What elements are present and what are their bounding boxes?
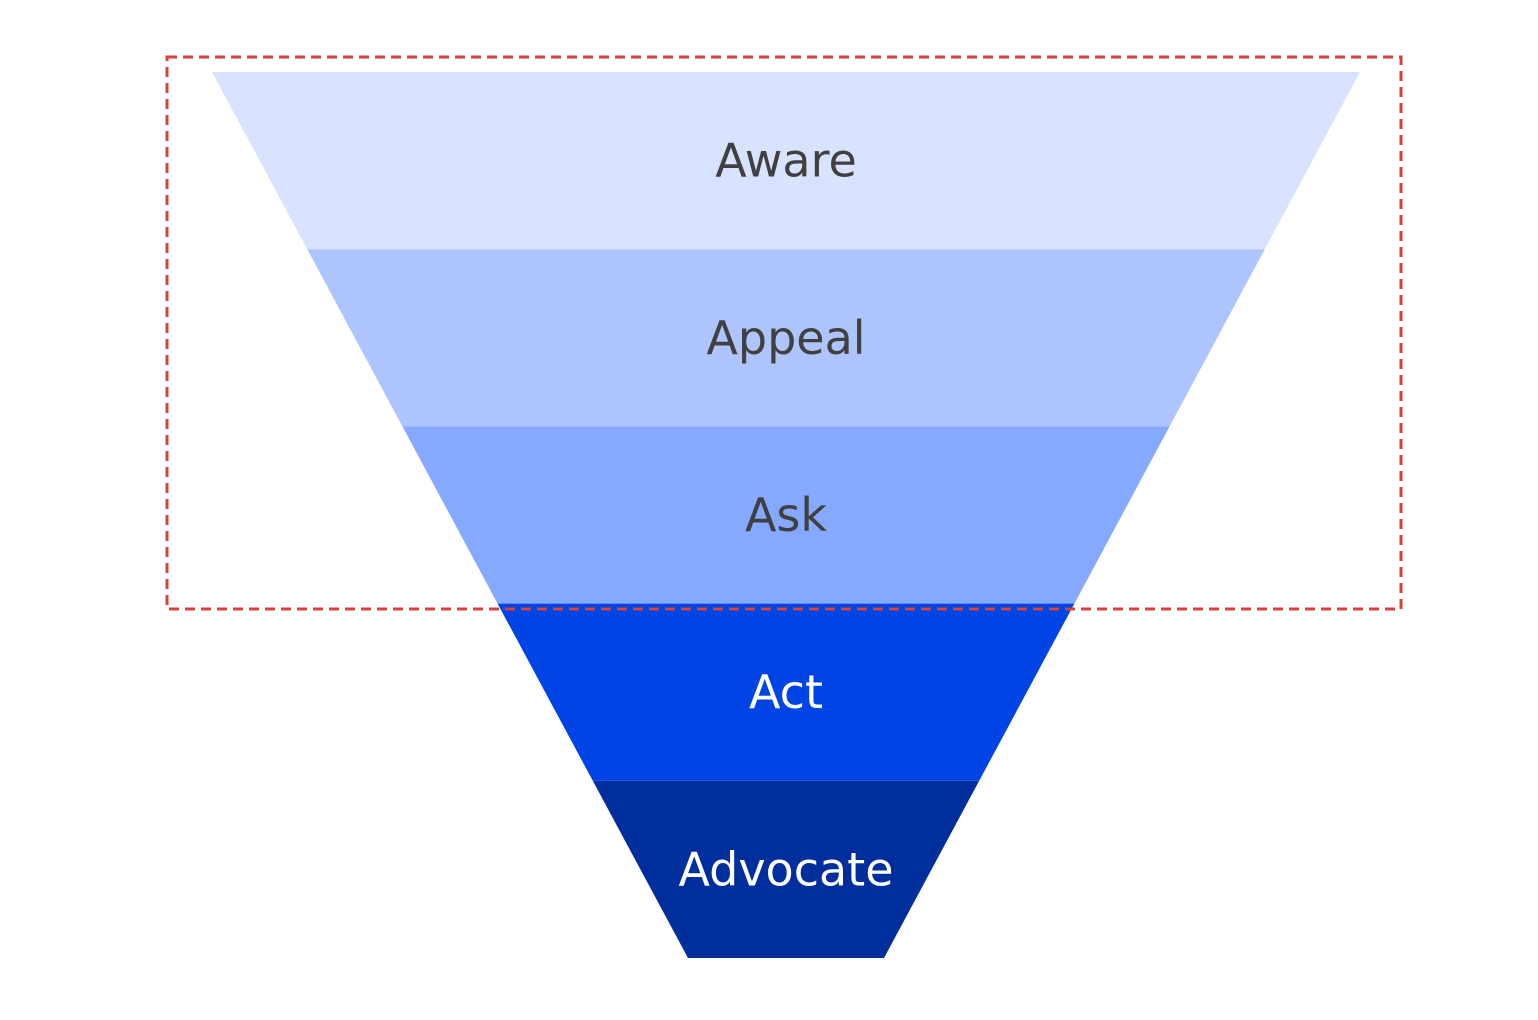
funnel-stage-label-act: Act	[749, 665, 823, 719]
funnel-stage-aware	[212, 72, 1360, 250]
funnel-stage-act	[497, 603, 1075, 781]
funnel-stage-appeal	[307, 249, 1265, 427]
funnel-stage-label-ask: Ask	[745, 488, 827, 542]
funnel-stage-advocate	[592, 780, 980, 958]
funnel-stage-ask	[402, 426, 1170, 604]
funnel-stage-label-advocate: Advocate	[678, 842, 893, 896]
funnel-stage-label-appeal: Appeal	[706, 311, 865, 365]
highlight-box	[165, 55, 1403, 611]
funnel-stage-label-aware: Aware	[715, 134, 857, 188]
